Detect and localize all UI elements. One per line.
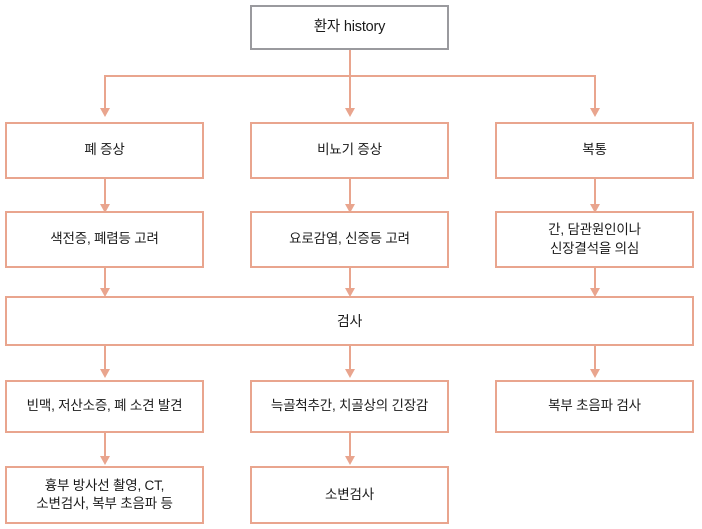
node-finding-costovertebral-suprapubic-label: 늑골척추간, 치골상의 긴장감 <box>270 398 429 414</box>
arrowhead-abdominal-to-consider <box>590 204 600 213</box>
node-finding-abdominal-ultrasound[interactable]: 복부 초음파 검사 <box>495 380 694 433</box>
node-consider-hepatobiliary-stone[interactable]: 간, 담관원인이나 신장결석을 의심 <box>495 211 694 268</box>
arrowhead-consider-right-to-exam <box>590 288 600 297</box>
connector-exam-to-finding-center <box>349 346 351 374</box>
arrowhead-exam-to-finding-right <box>590 369 600 378</box>
connector-exam-to-finding-right <box>594 346 596 374</box>
connector-urinary-to-consider <box>349 179 351 207</box>
node-consider-embolism-pneumonia[interactable]: 색전증, 폐렴등 고려 <box>5 211 204 268</box>
node-test-chest-xray-ct-label: 흉부 방사선 촬영, CT, 소변검사, 복부 초음파 등 <box>36 477 173 511</box>
arrowhead-exam-to-finding-left <box>100 369 110 378</box>
connector-abdominal-to-consider <box>594 179 596 207</box>
node-patient-history[interactable]: 환자 history <box>250 5 449 50</box>
node-symptom-lung[interactable]: 폐 증상 <box>5 122 204 179</box>
node-test-chest-xray-ct[interactable]: 흉부 방사선 촬영, CT, 소변검사, 복부 초음파 등 <box>5 466 204 524</box>
arrowhead-root-to-urinary <box>345 108 355 117</box>
arrowhead-exam-to-finding-center <box>345 369 355 378</box>
connector-finding-center-to-test <box>349 433 351 461</box>
arrowhead-lung-to-consider <box>100 204 110 213</box>
connector-consider-right-to-exam <box>594 268 596 293</box>
node-symptom-lung-label: 폐 증상 <box>84 142 125 158</box>
arrowhead-root-to-lung <box>100 108 110 117</box>
connector-root-stem <box>349 50 351 76</box>
node-consider-hepatobiliary-stone-label: 간, 담관원인이나 신장결석을 의심 <box>548 222 641 256</box>
connector-consider-center-to-exam <box>349 268 351 293</box>
arrowhead-consider-left-to-exam <box>100 288 110 297</box>
connector-exam-to-finding-left <box>104 346 106 374</box>
node-test-urinalysis-label: 소변검사 <box>325 486 374 502</box>
connector-root-center-drop <box>349 75 351 110</box>
arrowhead-root-to-abdominal <box>590 108 600 117</box>
arrowhead-urinary-to-consider <box>345 204 355 213</box>
node-finding-abdominal-ultrasound-label: 복부 초음파 검사 <box>548 398 641 414</box>
connector-lung-to-consider <box>104 179 106 207</box>
connector-consider-left-to-exam <box>104 268 106 293</box>
connector-root-left-drop <box>104 75 106 110</box>
node-examination-label: 검사 <box>336 312 363 329</box>
node-finding-costovertebral-suprapubic[interactable]: 늑골척추간, 치골상의 긴장감 <box>250 380 449 433</box>
node-symptom-abdominal-pain-label: 복통 <box>582 142 607 158</box>
node-finding-tachycardia-hypoxia-label: 빈맥, 저산소증, 폐 소견 발견 <box>26 398 183 414</box>
arrowhead-finding-left-to-test <box>100 456 110 465</box>
connector-root-right-drop <box>594 75 596 110</box>
node-examination[interactable]: 검사 <box>5 296 694 346</box>
node-patient-history-label: 환자 history <box>313 18 386 35</box>
arrowhead-consider-center-to-exam <box>345 288 355 297</box>
node-symptom-urinary-label: 비뇨기 증상 <box>317 142 382 158</box>
connector-finding-left-to-test <box>104 433 106 461</box>
node-symptom-abdominal-pain[interactable]: 복통 <box>495 122 694 179</box>
arrowhead-finding-center-to-test <box>345 456 355 465</box>
node-test-urinalysis[interactable]: 소변검사 <box>250 466 449 524</box>
node-consider-uti-nephrosis[interactable]: 요로감염, 신증등 고려 <box>250 211 449 268</box>
node-consider-embolism-pneumonia-label: 색전증, 폐렴등 고려 <box>50 231 159 247</box>
node-consider-uti-nephrosis-label: 요로감염, 신증등 고려 <box>289 231 410 247</box>
node-symptom-urinary[interactable]: 비뇨기 증상 <box>250 122 449 179</box>
node-finding-tachycardia-hypoxia[interactable]: 빈맥, 저산소증, 폐 소견 발견 <box>5 380 204 433</box>
